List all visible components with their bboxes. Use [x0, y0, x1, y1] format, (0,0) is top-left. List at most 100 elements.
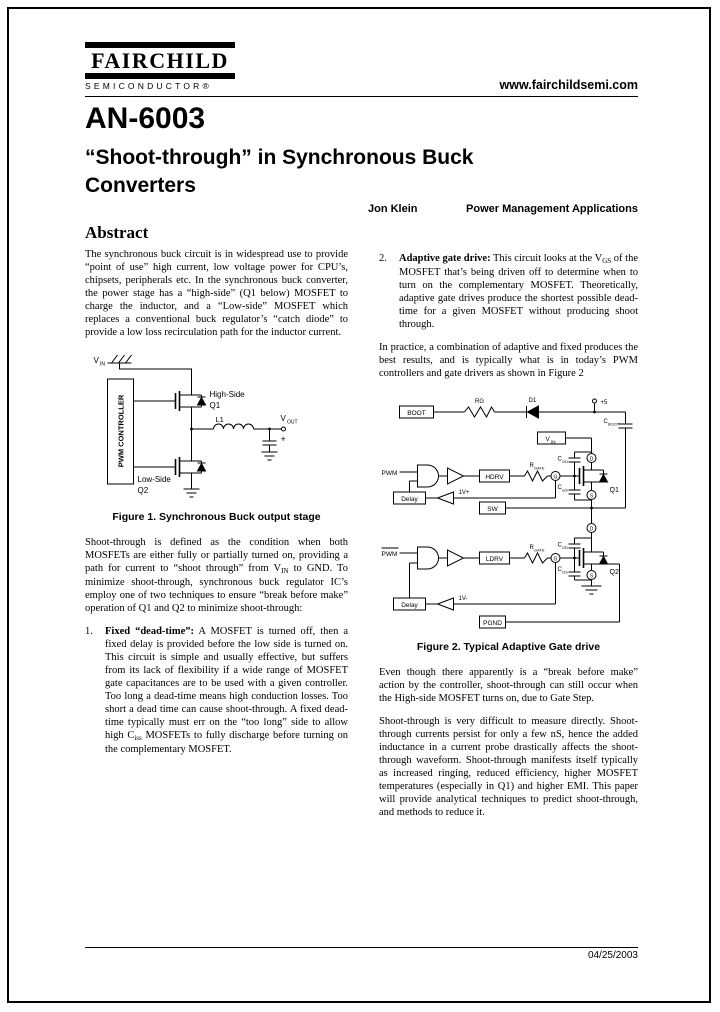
figure1: V IN PWM CONTROLLER High-Side Q1 L1 V OU…: [85, 349, 348, 524]
pwm-controller-label: PWM CONTROLLER: [117, 394, 126, 467]
cgs-bottom-label: C: [558, 567, 563, 573]
shoot-through-definition-paragraph: Shoot-through is defined as the conditio…: [85, 537, 348, 614]
list-item-2: 2. Adaptive gate drive: This circuit loo…: [379, 252, 638, 331]
cgd-bottom-label: C: [558, 543, 563, 549]
q1-g-label: G: [554, 475, 558, 481]
boot-diode-icon: [526, 405, 539, 419]
rgate-top-label: R: [530, 463, 535, 469]
figure1-wires: [107, 354, 282, 498]
doc-title-line1: “Shoot-through” in Synchronous Buck: [85, 146, 474, 169]
vin-sub-label: IN: [100, 362, 105, 368]
cgd-top-sub-label: GD: [562, 459, 568, 464]
vin-sub-label: IN: [551, 440, 556, 445]
header-divider: [85, 96, 638, 97]
list-item-2-number: 2.: [379, 253, 387, 264]
logo-bar-bottom: [85, 73, 235, 79]
ldrv-label: LDRV: [486, 556, 504, 563]
abstract-paragraph: The synchronous buck circuit is in wides…: [85, 249, 348, 338]
q2-label: Q2: [610, 569, 619, 576]
boot-node-dot: [593, 410, 596, 414]
q1-source-node: [586, 490, 597, 500]
doc-title: “Shoot-through” in Synchronous Buck Conv…: [85, 144, 473, 200]
break-before-make-paragraph: Even though there apparently is a “break…: [379, 667, 638, 704]
q2-source-node: [586, 570, 597, 580]
comparator-low-label: 1V-: [459, 596, 468, 602]
q2-body-diode-icon: [598, 555, 609, 565]
pwm-bar-label: PWM: [382, 551, 398, 558]
figure2-schematic: BOOT RG D1 +5 C BOOT V IN PWM HDRV R GAT…: [381, 398, 633, 629]
vin-label: V: [546, 436, 551, 443]
q2-s-label: S: [590, 574, 594, 580]
left-column: Abstract The synchronous buck circuit is…: [85, 223, 348, 766]
cboot-sub-label: BOOT: [608, 422, 620, 427]
logo-wordmark: FAIRCHILD: [91, 48, 229, 73]
vin-label: V: [94, 356, 100, 365]
logo-semiconductor-text: SEMICONDUCTOR®: [85, 81, 212, 91]
q2-body-diode-icon: [196, 462, 207, 472]
practice-paragraph: In practice, a combination of adaptive a…: [379, 342, 638, 379]
q1-d-label: D: [590, 457, 594, 463]
q2-label: Q2: [138, 486, 149, 495]
measurement-paragraph: Shoot-through is very difficult to measu…: [379, 716, 638, 818]
vout-plus-label: +: [281, 434, 286, 444]
author-department: Power Management Applications: [466, 203, 638, 215]
delay-bottom-label: Delay: [401, 602, 418, 609]
q1-gate-node-dot: [573, 474, 576, 478]
author-name: Jon Klein: [368, 203, 418, 215]
pgnd-label: PGND: [483, 620, 502, 627]
low-side-label: Low-Side: [138, 475, 172, 484]
doc-title-line2: Converters: [85, 174, 196, 197]
logo-bar-top: [85, 42, 235, 48]
website-url: www.fairchildsemi.com: [499, 78, 638, 92]
footer-divider: [85, 947, 638, 948]
plus5-terminal: [592, 398, 597, 404]
cgs-top-label: C: [558, 485, 563, 491]
right-column: 2. Adaptive gate drive: This circuit loo…: [379, 252, 638, 829]
q1-label: Q1: [610, 487, 619, 494]
q2-drain-node: [586, 523, 597, 533]
list-item-2-body: Adaptive gate drive: This circuit looks …: [399, 253, 638, 330]
figure1-caption: Figure 1. Synchronous Buck output stage: [112, 511, 321, 523]
d1-label: D1: [529, 398, 537, 404]
figure1-schematic: V IN PWM CONTROLLER High-Side Q1 L1 V OU…: [94, 354, 298, 498]
hdrv-label: HDRV: [485, 474, 504, 481]
out-node-dot: [268, 427, 271, 431]
vout-label: V: [281, 414, 287, 423]
pwm-label: PWM: [382, 470, 398, 477]
plus5-label: +5: [601, 400, 609, 406]
abstract-heading: Abstract: [85, 223, 149, 242]
rgate-top-sub-label: GATE: [534, 466, 545, 471]
figure2-wires: [381, 403, 633, 629]
q2-gate-node-dot: [573, 556, 576, 560]
list-item-1: 1. Fixed “dead-time”: A MOSFET is turned…: [85, 625, 348, 756]
l1-label: L1: [216, 415, 224, 424]
q2-gate-node: [550, 553, 561, 563]
doc-number: AN-6003: [85, 102, 206, 135]
cgd-top-label: C: [558, 457, 563, 463]
cgs-bottom-sub-label: GS: [562, 570, 568, 575]
list-item-1-number: 1.: [85, 626, 93, 637]
vout-sub-label: OUT: [287, 420, 298, 426]
q1-drain-node: [586, 453, 597, 463]
sw-node-dot: [590, 506, 593, 510]
page-border: [7, 7, 711, 1003]
fairchild-logo: FAIRCHILD SEMICONDUCTOR®: [85, 42, 235, 91]
q1-label: Q1: [210, 401, 221, 410]
q2-d-label: D: [590, 527, 594, 533]
cgs-top-sub-label: GS: [562, 488, 568, 493]
q1-gate-node: [550, 471, 561, 481]
sw-node-dot: [190, 427, 193, 431]
q1-s-label: S: [590, 494, 594, 500]
vout-terminal: [281, 426, 286, 432]
high-side-label: High-Side: [210, 390, 246, 399]
list-item-1-body: Fixed “dead-time”: A MOSFET is turned of…: [105, 626, 349, 755]
q1-body-diode-icon: [598, 473, 609, 483]
sw-label: SW: [487, 506, 498, 513]
q2-g-label: G: [554, 557, 558, 563]
figure2: BOOT RG D1 +5 C BOOT V IN PWM HDRV R GAT…: [379, 390, 638, 654]
figure2-caption: Figure 2. Typical Adaptive Gate drive: [416, 641, 601, 653]
rg-label: RG: [475, 399, 484, 405]
boot-label: BOOT: [407, 410, 425, 417]
rgate-bottom-sub-label: GATE: [534, 548, 545, 553]
